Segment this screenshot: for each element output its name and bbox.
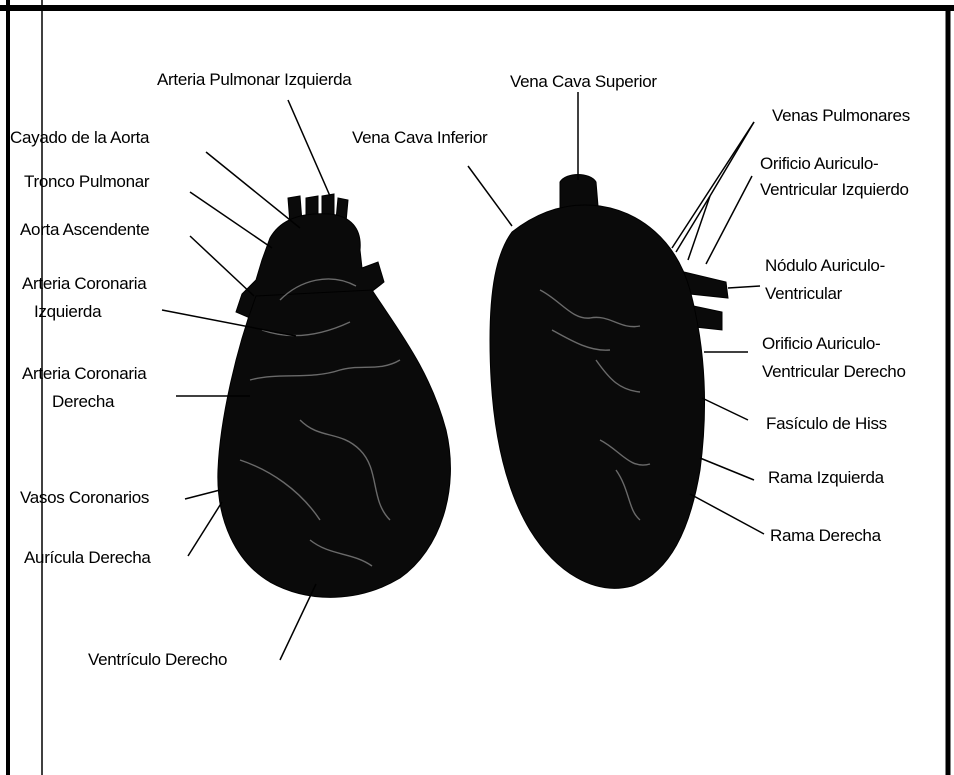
label-rama-derecha: Rama Derecha: [770, 526, 881, 546]
label-tronco-pulmonar: Tronco Pulmonar: [24, 172, 149, 192]
label-aorta-ascendente: Aorta Ascendente: [20, 220, 149, 240]
label-cayado-aorta: Cayado de la Aorta: [10, 128, 149, 148]
label-fasciculo-hiss: Fasículo de Hiss: [766, 414, 887, 434]
interior-heart: [490, 175, 728, 589]
label-orificio-derecho-line1: Orificio Auriculo-: [762, 334, 880, 354]
label-orificio-izquierdo-line1: Orificio Auriculo-: [760, 154, 878, 174]
label-nodulo-line1: Nódulo Auriculo-: [765, 256, 885, 276]
label-orificio-izquierdo-line2: Ventricular Izquierdo: [760, 180, 909, 200]
label-arteria-pulmonar-izquierda: Arteria Pulmonar Izquierda: [157, 70, 351, 90]
vena-cava-superior-stub: [560, 175, 598, 209]
label-ventriculo-derecho: Ventrículo Derecho: [88, 650, 227, 670]
label-auricula-derecha: Aurícula Derecha: [24, 548, 151, 568]
label-venas-pulmonares: Venas Pulmonares: [772, 106, 910, 126]
label-vasos-coronarios: Vasos Coronarios: [20, 488, 149, 508]
label-nodulo-line2: Ventricular: [765, 284, 842, 304]
label-orificio-derecho-line2: Ventricular Derecho: [762, 362, 906, 382]
label-arteria-coronaria-derecha-line2: Derecha: [52, 392, 114, 412]
label-arteria-coronaria-izquierda-line2: Izquierda: [34, 302, 101, 322]
label-arteria-coronaria-derecha-line1: Arteria Coronaria: [22, 364, 146, 384]
anterior-heart: [218, 194, 451, 597]
interior-heart-body: [490, 205, 705, 588]
label-arteria-coronaria-izquierda-line1: Arteria Coronaria: [22, 274, 146, 294]
label-vena-cava-inferior: Vena Cava Inferior: [352, 128, 487, 148]
label-rama-izquierda: Rama Izquierda: [768, 468, 884, 488]
label-vena-cava-superior: Vena Cava Superior: [510, 72, 657, 92]
